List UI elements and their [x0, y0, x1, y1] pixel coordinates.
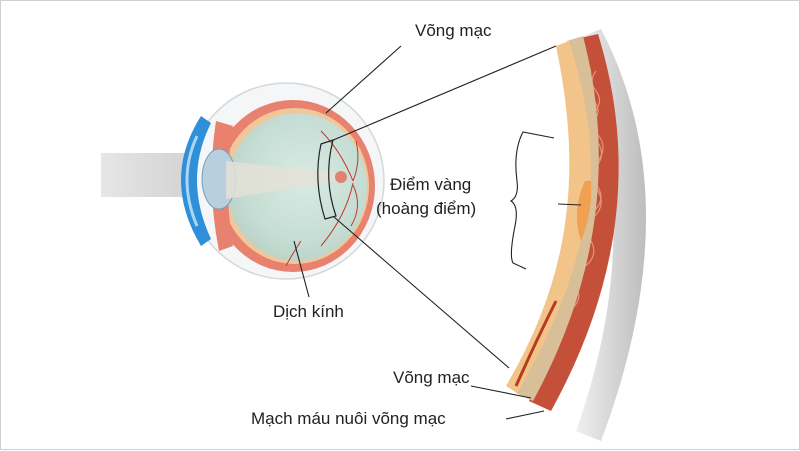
retina-vessel — [514, 300, 558, 387]
retinal-vessels — [285, 130, 359, 267]
label-retina-bottom: Võng mạc — [393, 368, 470, 387]
outer-wall — [576, 29, 646, 441]
cornea — [181, 116, 211, 246]
cornea-highlight — [185, 135, 199, 227]
section-marker — [317, 139, 337, 220]
label-macula: Điểm vàng — [390, 175, 472, 194]
light-cone — [226, 161, 336, 199]
label-retina-top: Võng mạc — [415, 21, 492, 40]
macula-spot — [335, 171, 347, 183]
label-retinal-vessels: Mạch máu nuôi võng mạc — [251, 409, 446, 428]
inner-retina-layer — [506, 41, 591, 393]
light-beam — [101, 153, 196, 197]
leader-lines — [293, 45, 582, 420]
macula-depression — [576, 181, 592, 241]
label-vitreous: Dịch kính — [273, 302, 344, 321]
label-macula-alt: (hoàng điểm) — [376, 199, 477, 218]
